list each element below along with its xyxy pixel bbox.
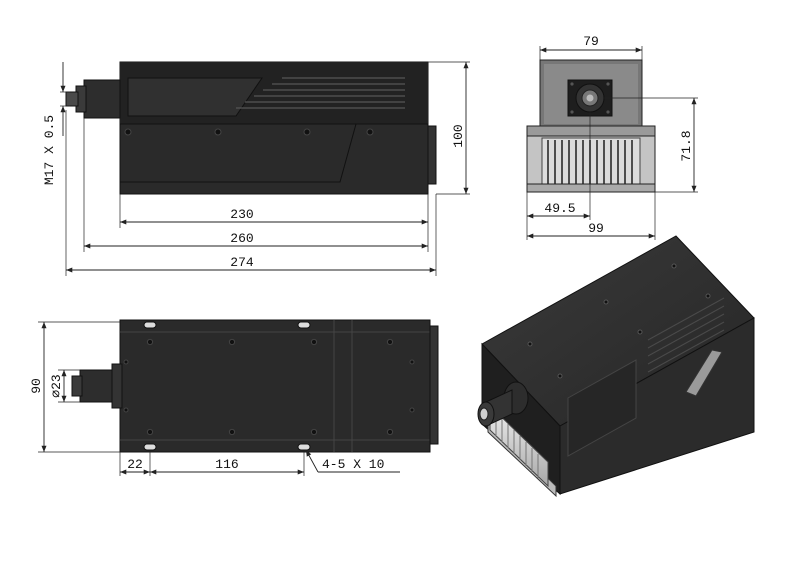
- dim-thread-m17: M17 X 0.5: [42, 115, 57, 185]
- side-collimator: [83, 79, 121, 119]
- front-view: [526, 59, 656, 193]
- side-cover-bevel: [127, 77, 263, 117]
- dim-pitch-116: 116: [215, 457, 238, 472]
- dim-holes-4-5x10: 4-5 X 10: [322, 457, 384, 472]
- front-dimensions: 79 71.8 49.5 99: [526, 34, 698, 240]
- front-heatsink-fins: [541, 137, 641, 189]
- top-mount-slots: [143, 321, 311, 451]
- dim-length-230: 230: [230, 207, 253, 222]
- dim-length-260: 260: [230, 231, 253, 246]
- side-screws: [124, 128, 374, 136]
- side-rear-block: [427, 125, 437, 185]
- side-vent-lines: [236, 77, 405, 109]
- side-view: [65, 61, 437, 195]
- dim-width-79: 79: [583, 34, 599, 49]
- top-body: [119, 319, 431, 453]
- top-view: [71, 319, 439, 453]
- dim-width-99: 99: [588, 221, 604, 236]
- side-dimensions: 100 M17 X 0.5 230 260 274: [42, 61, 470, 276]
- front-aperture-lens: [586, 94, 594, 102]
- side-lower-bevel: [120, 123, 357, 183]
- top-dimensions: 90 ∅23 22 116 4-5 X 10: [29, 321, 400, 476]
- dim-length-274: 274: [230, 255, 254, 270]
- side-output-nozzle: [65, 91, 79, 107]
- dim-width-90: 90: [29, 378, 44, 394]
- dim-offset-49-5: 49.5: [544, 201, 575, 216]
- dim-diameter-23: ∅23: [49, 374, 64, 397]
- top-screws: [123, 338, 415, 436]
- dim-offset-22: 22: [127, 457, 143, 472]
- dim-height-71-8: 71.8: [679, 130, 694, 161]
- isometric-view: [477, 235, 755, 498]
- dim-height-100: 100: [451, 124, 466, 147]
- iso-label-plate: [685, 349, 723, 397]
